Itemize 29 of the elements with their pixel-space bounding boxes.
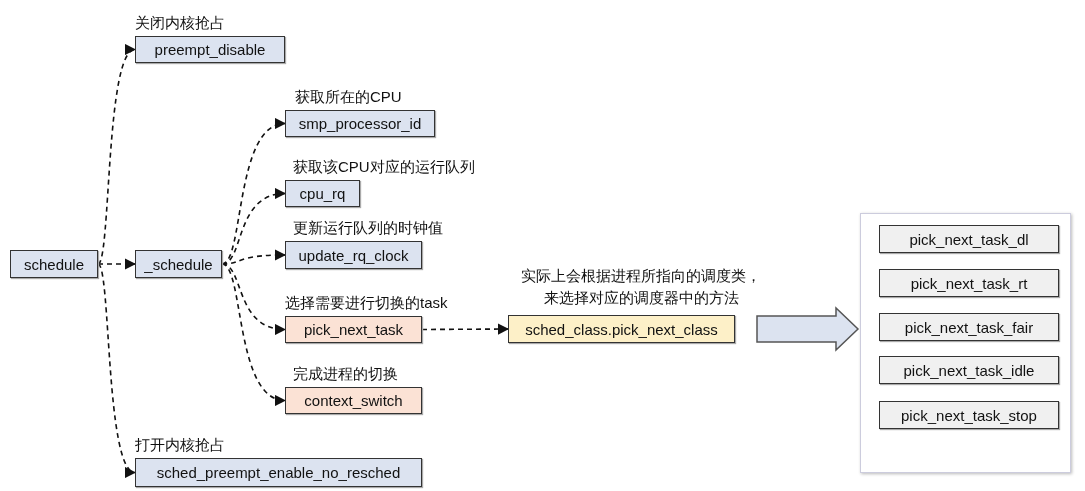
function-box: pick_next_task_stop (879, 401, 1059, 429)
function-box: update_rq_clock (285, 241, 422, 269)
heading-label: 打开内核抢占 (135, 436, 225, 454)
block-arrow (756, 306, 860, 352)
heading-label: 完成进程的切换 (293, 365, 398, 383)
arrow (221, 263, 287, 334)
heading-label: 关闭内核抢占 (135, 14, 225, 32)
function-box: pick_next_task_idle (879, 356, 1059, 384)
function-box: pick_next_task_dl (879, 225, 1059, 253)
heading-label: 获取该CPU对应的运行队列 (293, 158, 475, 176)
heading-label: 实际上会根据进程所指向的调度类，来选择对应的调度器中的方法 (520, 266, 762, 308)
arrow (421, 323, 510, 335)
heading-label: 选择需要进行切换的task (285, 294, 448, 312)
function-box: pick_next_task_fair (879, 313, 1059, 341)
heading-label: 获取所在的CPU (295, 88, 402, 106)
function-box: preempt_disable (135, 36, 285, 63)
function-box: schedule (10, 250, 98, 278)
function-box: pick_next_task_rt (879, 269, 1059, 297)
arrow (221, 120, 287, 265)
arrow (221, 263, 287, 404)
function-box: sched_preempt_enable_no_resched (135, 458, 422, 487)
function-box: pick_next_task (285, 316, 422, 343)
function-box: cpu_rq (285, 180, 360, 207)
panel (860, 213, 1071, 473)
function-box: smp_processor_id (285, 110, 435, 137)
function-box: sched_class.pick_next_class (508, 315, 735, 343)
function-box: context_switch (285, 387, 422, 414)
function-box: _schedule (135, 250, 222, 278)
heading-label: 更新运行队列的时钟值 (293, 219, 443, 237)
